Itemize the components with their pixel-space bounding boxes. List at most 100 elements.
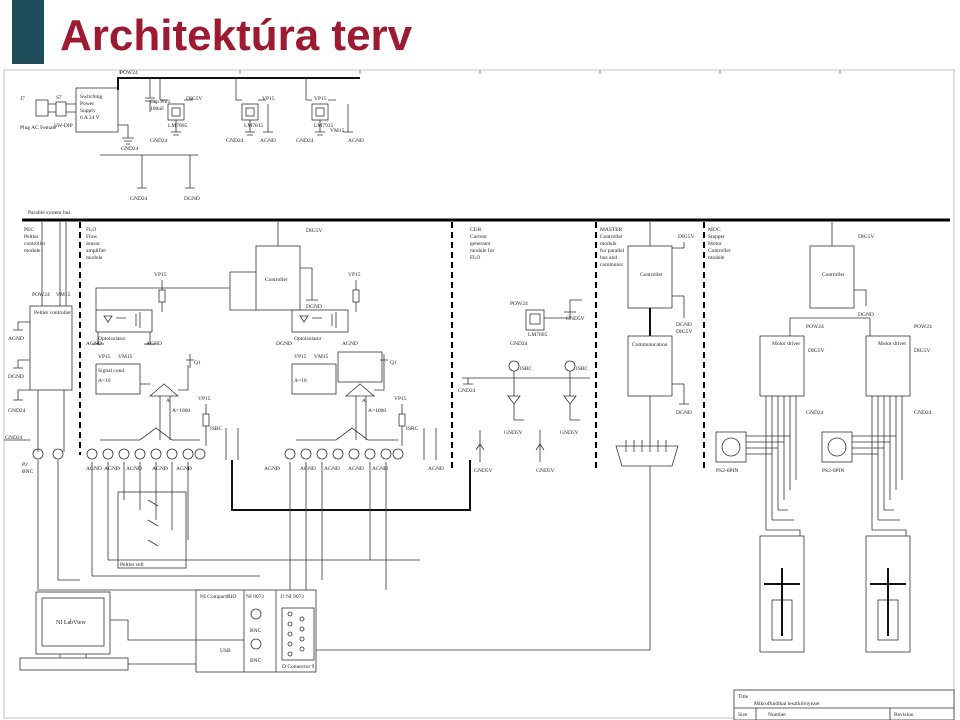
svg-text:module: module <box>86 255 103 261</box>
svg-text:communic: communic <box>600 262 624 268</box>
plug-label: Plug AC Female <box>20 125 57 131</box>
svg-text:Stepper: Stepper <box>708 234 725 240</box>
vp15-rail-label: VP15 <box>262 96 275 102</box>
optoisolator-2 <box>291 309 349 333</box>
svg-text:Controller: Controller <box>600 234 623 240</box>
svg-text:Signal cond.: Signal cond. <box>98 368 126 374</box>
svg-text:Motor driver: Motor driver <box>772 341 800 347</box>
regulator-2-label: LM7815 <box>244 123 264 129</box>
svg-text:AGND: AGND <box>104 466 120 472</box>
svg-text:DIG5V: DIG5V <box>858 234 875 240</box>
svg-text:amplifier: amplifier <box>86 247 106 254</box>
title-block-number-label: Number <box>768 712 786 718</box>
agnd-label-1: AGND <box>260 138 276 144</box>
svg-text:GND24: GND24 <box>458 388 476 394</box>
jack-label: J7 <box>20 96 25 102</box>
svg-text:GND24: GND24 <box>914 410 932 416</box>
svg-text:module: module <box>24 248 41 254</box>
svg-text:D Connector 9: D Connector 9 <box>282 664 315 670</box>
power-switch <box>55 101 67 117</box>
ac-plug <box>35 99 49 117</box>
svg-text:GND24: GND24 <box>510 341 528 347</box>
svg-text:POW24: POW24 <box>32 292 50 298</box>
cap-value-label: 100uF <box>150 106 164 112</box>
svg-text:Optoisolator: Optoisolator <box>294 336 322 342</box>
svg-text:VP15: VP15 <box>294 354 307 360</box>
flo-connectors-2 <box>284 427 404 460</box>
svg-text:Current: Current <box>470 234 487 240</box>
svg-text:AGND: AGND <box>176 466 192 472</box>
compactrio-label: NI CompactRIO <box>200 594 237 600</box>
svg-text:FLO: FLO <box>470 255 480 261</box>
pec-module: Peltier controller POW24 VM15 AGND DGND … <box>4 222 73 475</box>
svg-text:VP15: VP15 <box>98 354 111 360</box>
svg-text:BNC: BNC <box>250 658 262 664</box>
svg-text:A: A <box>166 398 170 404</box>
ni-hardware-section: NI CompactRIO NI 9072 J? NI 9072 BNC BNC… <box>19 589 317 673</box>
svg-text:CUR: CUR <box>470 227 482 233</box>
svg-text:DGND: DGND <box>676 410 692 416</box>
flo-module-right: Signal cond. A=10 VP15 VM15 Optoisolator… <box>264 272 444 472</box>
dig5v-rail-label: DIG5V <box>186 96 203 102</box>
svg-text:DGND: DGND <box>276 341 292 347</box>
svg-text:ISRC: ISRC <box>520 366 533 372</box>
svg-text:BNC: BNC <box>250 628 262 634</box>
svg-text:sensor: sensor <box>86 241 100 247</box>
svg-text:Q1: Q1 <box>194 360 201 366</box>
svg-text:NI 9072: NI 9072 <box>246 594 264 600</box>
svg-text:A=1000: A=1000 <box>172 408 190 414</box>
gnd24-label-2: GND24 <box>150 138 168 144</box>
pc-base <box>19 657 129 671</box>
svg-text:FLO: FLO <box>86 227 96 233</box>
master-module: Controller DIG5V DGND DIG5V Communicatio… <box>290 222 695 651</box>
parallel-bus-label: Parallel system bus <box>28 210 70 216</box>
svg-text:PS2-6PIN: PS2-6PIN <box>822 468 844 474</box>
switching-power-supply <box>75 87 119 133</box>
sheet-ruler <box>119 70 841 74</box>
ps2-connector-2 <box>821 431 853 463</box>
peltier-controller-label: Peltier controller <box>34 310 71 316</box>
peltier-cell-label: Peltier cell <box>120 562 144 568</box>
svg-text:AGND: AGND <box>86 466 102 472</box>
title-block-title-label: Title <box>738 694 749 700</box>
ps2-connector-1 <box>715 431 747 463</box>
svg-text:AGND: AGND <box>264 466 280 472</box>
svg-text:VP15: VP15 <box>348 272 361 278</box>
svg-text:BNC: BNC <box>22 469 34 475</box>
title-block: Title Mikrofluidikai tesztkörnyezet Size… <box>733 689 955 720</box>
svg-text:POW24: POW24 <box>914 324 932 330</box>
svg-text:LM7805: LM7805 <box>528 332 548 338</box>
svg-text:for parallel: for parallel <box>600 247 625 254</box>
agnd-label-2: AGND <box>348 138 364 144</box>
svg-text:DGND: DGND <box>8 374 24 380</box>
svg-text:Controller: Controller <box>708 248 731 254</box>
db9-connector <box>615 445 679 467</box>
svg-text:GND5V: GND5V <box>560 430 579 436</box>
svg-text:DIG5V: DIG5V <box>678 234 695 240</box>
svg-text:A: A <box>362 398 366 404</box>
motor-driver-2 <box>865 335 911 397</box>
svg-text:A=10: A=10 <box>98 378 111 384</box>
svg-text:GND5V: GND5V <box>566 316 585 322</box>
svg-text:DIG5V: DIG5V <box>306 228 323 234</box>
svg-text:ISRC: ISRC <box>576 366 589 372</box>
flo-to-cur-link <box>231 460 471 511</box>
svg-text:GND5V: GND5V <box>536 468 555 474</box>
svg-text:VM15: VM15 <box>56 292 71 298</box>
peltier-controller-block <box>29 305 73 391</box>
gnd24-label-4: GND24 <box>296 138 314 144</box>
peltier-cell-block <box>117 491 187 569</box>
signal-conditioner-1 <box>95 363 141 395</box>
svg-text:Flow: Flow <box>86 234 97 240</box>
d-connector-9 <box>281 607 315 661</box>
slide-title: Architektúra terv <box>60 11 413 60</box>
labview-label: NI LabView <box>56 620 86 626</box>
svg-text:Motor driver: Motor driver <box>878 341 906 347</box>
svg-text:AGND: AGND <box>152 466 168 472</box>
rail-pow24-label: POW24 <box>120 70 138 76</box>
svg-text:Communication: Communication <box>632 342 668 348</box>
svg-text:AGND: AGND <box>8 336 24 342</box>
signal-conditioner-2 <box>337 351 383 383</box>
svg-text:A=10: A=10 <box>294 378 307 384</box>
usb-label: USB <box>220 648 231 654</box>
